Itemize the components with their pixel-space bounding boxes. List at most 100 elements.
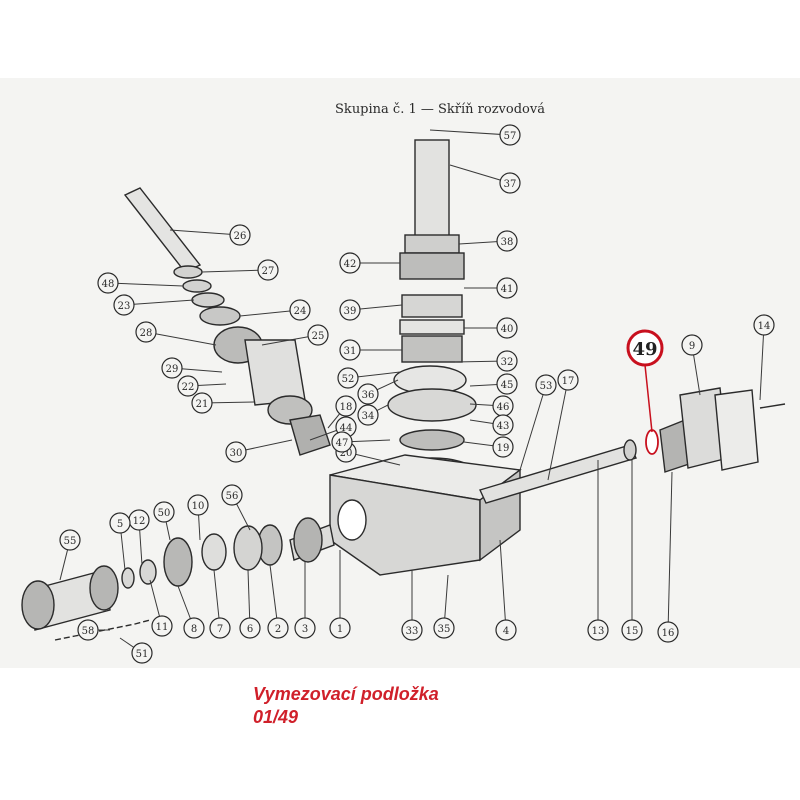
callout-circle: [681, 334, 703, 356]
highlight-circle: [626, 329, 664, 367]
leader-line: [759, 324, 765, 401]
callout-circle: [225, 441, 247, 463]
callout-label: 38: [501, 237, 514, 248]
callout-3: 3: [294, 617, 316, 639]
sprocket-56b: [89, 565, 119, 611]
housing-bore: [337, 499, 367, 541]
highlight-label: 49: [632, 339, 657, 360]
gasket-15: [714, 389, 759, 471]
bearing-42: [399, 252, 465, 280]
ring-7: [233, 525, 263, 571]
callout-circle: [187, 494, 209, 516]
callout-4: 4: [495, 619, 517, 641]
flange-22: [244, 339, 306, 406]
callout-circle: [191, 392, 213, 414]
callout-label: 20: [340, 448, 353, 459]
callout-circle: [495, 619, 517, 641]
callout-label: 23: [118, 301, 131, 312]
callout-circle: [161, 357, 183, 379]
callout-label: 24: [294, 306, 307, 317]
callout-14: 14: [753, 314, 775, 336]
callout-circle: [433, 617, 455, 639]
callout-13: 13: [587, 619, 609, 641]
callout-12: 12: [128, 509, 150, 531]
callout-circle: [335, 395, 357, 417]
callout-label: 50: [158, 508, 171, 519]
callout-label: 34: [362, 411, 375, 422]
callout-label: 40: [501, 324, 514, 335]
callout-circle: [331, 431, 353, 453]
ring-40: [399, 319, 465, 335]
callout-41: 41: [496, 277, 518, 299]
callout-label: 11: [156, 622, 169, 633]
callout-circle: [109, 512, 131, 534]
callout-label: 17: [562, 376, 575, 387]
callout-label: 9: [689, 341, 695, 352]
callout-circle: [499, 124, 521, 146]
callout-11: 11: [151, 615, 173, 637]
callout-label: 39: [344, 306, 357, 317]
callout-circle: [499, 172, 521, 194]
callout-43: 43: [492, 414, 514, 436]
callout-label: 51: [136, 649, 149, 660]
shaft-4: [479, 444, 637, 504]
ring-12: [121, 567, 135, 589]
callout-38: 38: [496, 230, 518, 252]
callout-circle: [496, 350, 518, 372]
callout-23: 23: [113, 294, 135, 316]
ring-48: [199, 306, 241, 326]
leader-line: [429, 129, 511, 136]
callout-circle: [657, 621, 679, 643]
callout-label: 31: [344, 346, 357, 357]
callout-label: 26: [234, 231, 247, 242]
flange-36: [387, 388, 477, 422]
callout-33: 33: [401, 619, 423, 641]
callout-24: 24: [289, 299, 311, 321]
callout-9: 9: [681, 334, 703, 356]
bearing-34: [401, 335, 463, 363]
callout-21: 21: [191, 392, 213, 414]
callout-28: 28: [135, 321, 157, 343]
callout-circle: [183, 617, 205, 639]
callout-circle: [289, 299, 311, 321]
callout-53: 53: [535, 374, 557, 396]
callout-circle: [131, 642, 153, 664]
callout-47: 47: [331, 431, 353, 453]
callout-circle: [357, 383, 379, 405]
bearing-23: [267, 395, 313, 425]
callout-circle: [337, 367, 359, 389]
callout-label: 30: [230, 448, 243, 459]
shaft-37: [414, 139, 450, 241]
callout-label: 52: [342, 374, 355, 385]
callout-7: 7: [209, 617, 231, 639]
callout-39: 39: [339, 299, 361, 321]
callout-5: 5: [109, 512, 131, 534]
callout-circle: [339, 252, 361, 274]
callout-label: 33: [406, 626, 419, 637]
callout-label: 5: [117, 519, 123, 530]
callout-circle: [221, 484, 243, 506]
callout-50: 50: [153, 501, 175, 523]
callout-circle: [496, 317, 518, 339]
callout-22: 22: [177, 375, 199, 397]
callout-circle: [339, 299, 361, 321]
callout-circle: [294, 617, 316, 639]
callout-26: 26: [229, 224, 251, 246]
callout-label: 55: [64, 536, 77, 547]
callout-label: 53: [540, 381, 553, 392]
callout-15: 15: [621, 619, 643, 641]
callout-31: 31: [339, 339, 361, 361]
callout-circle: [329, 617, 351, 639]
callout-label: 35: [438, 624, 451, 635]
callout-label: 46: [497, 402, 510, 413]
leader-line: [667, 471, 673, 633]
leader-line: [547, 379, 569, 481]
callout-label: 3: [302, 624, 308, 635]
callout-17: 17: [557, 369, 579, 391]
callout-18: 18: [335, 395, 357, 417]
sprocket-56a: [21, 580, 55, 630]
leader-line: [145, 331, 217, 346]
callout-30: 30: [225, 441, 247, 463]
callout-42: 42: [339, 252, 361, 274]
